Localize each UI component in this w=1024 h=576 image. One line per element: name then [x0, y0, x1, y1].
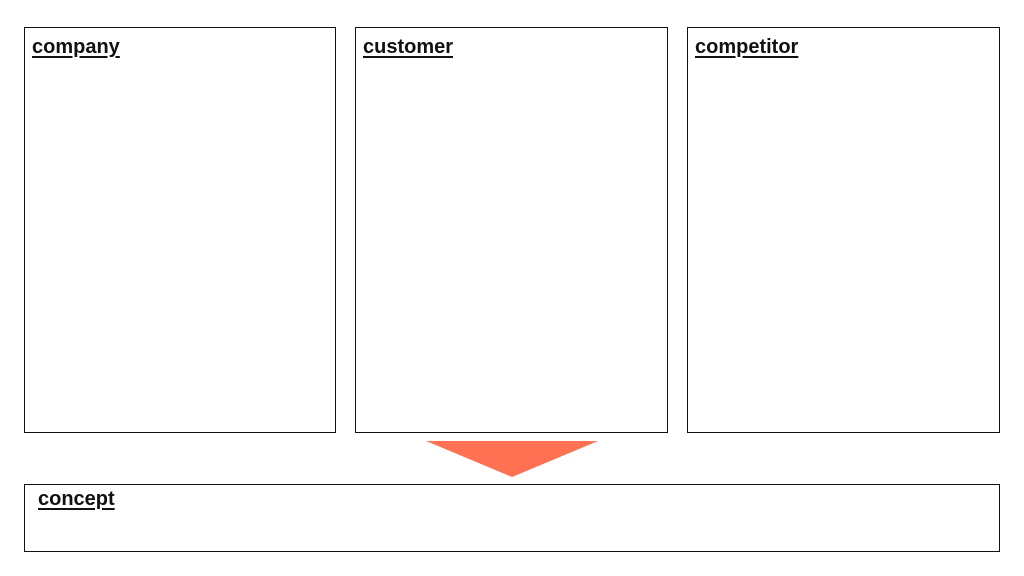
company-box: company — [24, 27, 336, 433]
concept-label: concept — [38, 488, 115, 510]
customer-box: customer — [355, 27, 668, 433]
down-arrow-shape — [426, 441, 598, 477]
competitor-box: competitor — [687, 27, 1000, 433]
company-label: company — [32, 36, 120, 58]
competitor-label: competitor — [695, 36, 799, 58]
concept-box: concept — [24, 484, 1000, 552]
down-arrow-icon — [426, 441, 598, 477]
customer-label: customer — [363, 36, 454, 58]
